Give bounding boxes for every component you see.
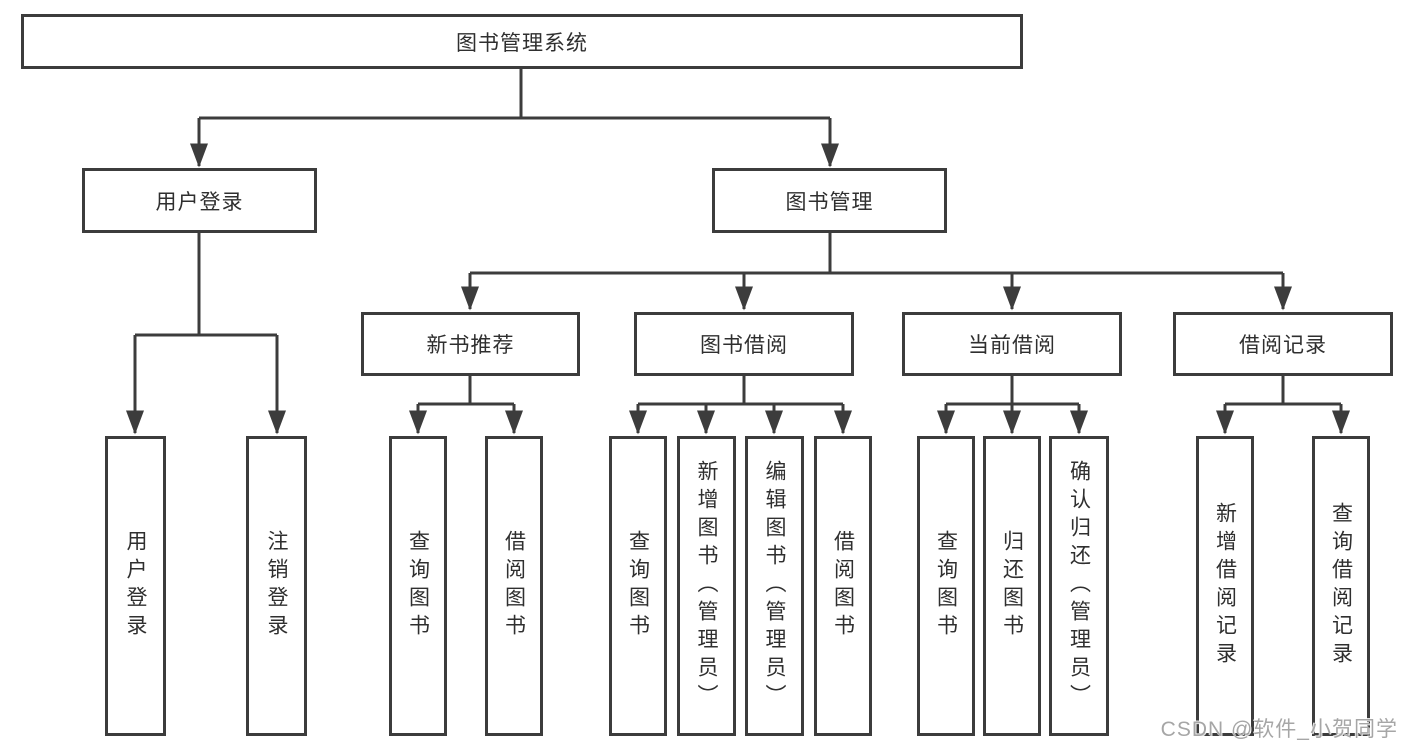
csdn-watermark: CSDN @软件_小贺同学 [1160, 718, 1398, 741]
node-book-borrow-label: 图书借阅 [700, 334, 788, 357]
node-new-book-recommend-label: 新书推荐 [426, 334, 515, 357]
leaf-logout-label: 注销登录 [265, 530, 288, 642]
leaf-query-books-borrow-label: 查询图书 [626, 530, 650, 642]
leaf-logout: 注销登录 [246, 436, 307, 736]
node-current-borrow: 当前借阅 [902, 312, 1122, 376]
node-book-management: 图书管理 [712, 168, 947, 233]
node-new-book-recommend: 新书推荐 [361, 312, 580, 376]
node-book-management-label: 图书管理 [785, 190, 874, 214]
leaf-query-books-current-label: 查询图书 [934, 530, 958, 642]
node-borrow-records-label: 借阅记录 [1239, 334, 1327, 357]
node-borrow-records: 借阅记录 [1173, 312, 1393, 376]
leaf-borrow-books-recommend: 借阅图书 [485, 436, 543, 736]
leaf-query-borrow-record-label: 查询借阅记录 [1329, 502, 1353, 670]
node-user-login-label: 用户登录 [155, 190, 244, 214]
leaf-add-borrow-record-label: 新增借阅记录 [1213, 502, 1237, 670]
leaf-add-book-admin: 新增图书（管理员） [677, 436, 736, 736]
leaf-return-books: 归还图书 [983, 436, 1041, 736]
leaf-borrow-books: 借阅图书 [814, 436, 872, 736]
leaf-add-book-admin-label: 新增图书（管理员） [695, 460, 718, 712]
leaf-query-books-recommend-label: 查询图书 [406, 530, 430, 642]
connector-trunks [135, 69, 1341, 406]
leaf-borrow-books-label: 借阅图书 [831, 530, 855, 642]
leaf-edit-book-admin-label: 编辑图书（管理员） [763, 460, 786, 712]
leaf-query-books-current: 查询图书 [917, 436, 975, 736]
leaf-edit-book-admin: 编辑图书（管理员） [745, 436, 804, 736]
leaf-confirm-return-admin-label: 确认归还（管理员） [1067, 460, 1091, 712]
node-user-login: 用户登录 [82, 168, 317, 233]
leaf-query-books-recommend: 查询图书 [389, 436, 447, 736]
node-book-borrow: 图书借阅 [634, 312, 854, 376]
node-root: 图书管理系统 [21, 14, 1023, 69]
leaf-return-books-label: 归还图书 [1000, 530, 1024, 642]
leaf-borrow-books-recommend-label: 借阅图书 [502, 530, 526, 642]
leaf-query-borrow-record: 查询借阅记录 [1312, 436, 1370, 736]
leaf-user-login-label: 用户登录 [124, 530, 147, 642]
node-root-label: 图书管理系统 [456, 31, 588, 55]
leaf-query-books-borrow: 查询图书 [609, 436, 667, 736]
leaf-add-borrow-record: 新增借阅记录 [1196, 436, 1254, 736]
node-current-borrow-label: 当前借阅 [968, 334, 1056, 357]
leaf-user-login: 用户登录 [105, 436, 166, 736]
leaf-confirm-return-admin: 确认归还（管理员） [1049, 436, 1109, 736]
